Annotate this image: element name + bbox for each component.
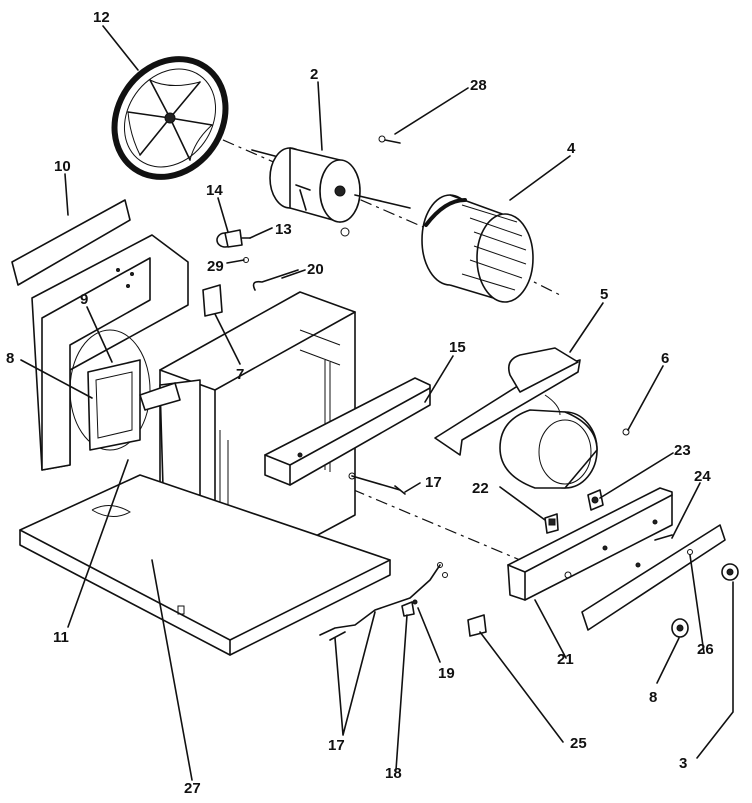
screw-part-6[interactable] (622, 428, 630, 436)
blower-wheel-part-4[interactable] (421, 194, 534, 303)
callout-labels: 12 2 28 4 10 14 13 29 20 9 8 7 5 15 6 23… (6, 9, 714, 797)
screw-part-28[interactable] (378, 135, 401, 144)
callout-8-upper: 8 (6, 350, 14, 367)
component-part-24[interactable] (654, 534, 673, 541)
callout-13: 13 (275, 221, 292, 238)
callout-18: 18 (385, 765, 402, 782)
callout-7: 7 (236, 366, 244, 383)
switch-part-23[interactable] (587, 489, 604, 511)
callout-24: 24 (694, 468, 711, 485)
callout-14: 14 (206, 182, 223, 199)
callout-5: 5 (600, 286, 608, 303)
callout-29: 29 (207, 258, 224, 275)
switch-part-22[interactable] (544, 513, 559, 534)
knob-part-3[interactable] (721, 563, 739, 581)
capacitor-part-14[interactable] (216, 229, 251, 248)
callout-28: 28 (470, 77, 487, 94)
fan-motor-part-2[interactable] (251, 147, 411, 237)
control-panel-part-26[interactable] (581, 524, 726, 631)
callout-27: 27 (184, 780, 201, 797)
callout-22: 22 (472, 480, 489, 497)
screw-part-19[interactable] (412, 599, 418, 605)
leader-lines (20, 25, 734, 781)
control-bracket-part-21[interactable] (507, 487, 673, 601)
callout-25: 25 (570, 735, 587, 752)
callout-23: 23 (674, 442, 691, 459)
callout-10: 10 (54, 158, 71, 175)
callout-4: 4 (567, 140, 576, 157)
callout-15: 15 (449, 339, 466, 356)
terminal-part-25[interactable] (467, 614, 487, 637)
fan-blade-part-12[interactable] (92, 37, 248, 198)
callout-12: 12 (93, 9, 110, 26)
callout-21: 21 (557, 651, 574, 668)
callout-6: 6 (661, 350, 669, 367)
bracket-part-7[interactable] (202, 284, 223, 317)
wire-part-20[interactable] (252, 269, 299, 291)
callout-17-lower: 17 (328, 737, 345, 754)
top-panel-part-10[interactable] (11, 199, 131, 286)
callout-17-upper: 17 (425, 474, 442, 491)
callout-20: 20 (307, 261, 324, 278)
callout-9: 9 (80, 291, 88, 308)
knob-part-8-lower[interactable] (671, 618, 689, 638)
bracket-part-9[interactable] (87, 359, 141, 451)
callout-8-lower: 8 (649, 689, 657, 706)
callout-11: 11 (53, 629, 69, 646)
callout-19: 19 (438, 665, 455, 682)
blower-housing-part-5[interactable] (434, 347, 598, 489)
callout-2: 2 (310, 66, 318, 83)
thermostat-part-17-upper[interactable] (348, 472, 406, 495)
wiring-harness-part-17[interactable] (319, 562, 448, 641)
control-tray-part-15[interactable] (264, 377, 431, 486)
left-casing[interactable] (31, 234, 189, 471)
callout-26: 26 (697, 641, 714, 658)
callout-3: 3 (679, 755, 687, 772)
shaft-centerline-lower (329, 479, 521, 561)
